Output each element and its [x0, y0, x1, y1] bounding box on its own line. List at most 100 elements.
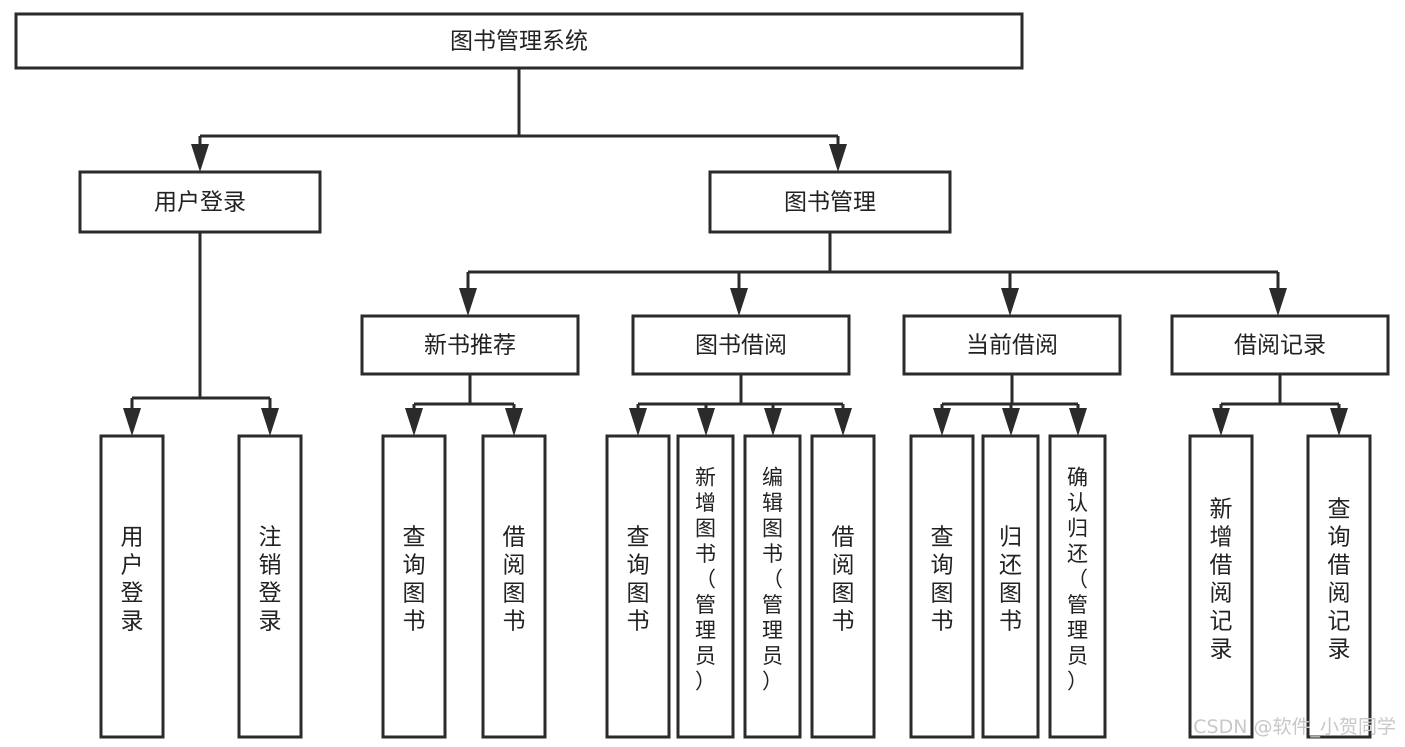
node-box[interactable]: [1048, 434, 1107, 739]
arrow-head-icon: [1001, 288, 1019, 316]
leaf-node-leaf-borrow-book-rec[interactable]: 借阅图书: [481, 434, 547, 739]
connector-drop: [1330, 404, 1348, 436]
node-box[interactable]: [743, 434, 802, 739]
connector-drop: [933, 404, 951, 436]
connector-drop: [459, 272, 477, 316]
arrow-head-icon: [1269, 288, 1287, 316]
connector-drop: [123, 398, 141, 436]
node-label: 注销登录: [259, 525, 282, 635]
node-box[interactable]: [1188, 434, 1254, 739]
node-label: 用户登录: [154, 190, 246, 216]
node-box[interactable]: [605, 434, 671, 739]
arrow-head-icon: [123, 408, 141, 436]
arrow-head-icon: [1330, 408, 1348, 436]
arrow-head-icon: [505, 408, 523, 436]
leaf-node-leaf-user-logout[interactable]: 注销登录: [237, 434, 303, 739]
node-label: 图书借阅: [695, 333, 787, 359]
node-label: 新书推荐: [424, 333, 516, 359]
node-label: 查询图书: [627, 525, 650, 635]
arrow-head-icon: [405, 408, 423, 436]
connector-drop: [1269, 272, 1287, 316]
arrow-head-icon: [834, 408, 852, 436]
node-label: 借阅记录: [1234, 333, 1326, 359]
arrow-head-icon: [629, 408, 647, 436]
level2-node-l2-book-borrow[interactable]: 图书借阅: [631, 314, 851, 376]
level2-node-l2-current-borrow[interactable]: 当前借阅: [902, 314, 1122, 376]
connector-drop: [1212, 404, 1230, 436]
leaf-node-leaf-add-record[interactable]: 新增借阅记录: [1188, 434, 1254, 739]
connector-drop: [834, 404, 852, 436]
node-box[interactable]: [631, 314, 851, 376]
node-box[interactable]: [237, 434, 303, 739]
node-label: 归还图书: [999, 525, 1022, 635]
node-label: 编辑图书（管理员）: [762, 466, 783, 694]
leaf-node-leaf-query-book-borrow[interactable]: 查询图书: [605, 434, 671, 739]
connector-drop: [405, 404, 423, 436]
connector-drop: [730, 272, 748, 316]
connector-drop: [505, 404, 523, 436]
leaf-node-leaf-borrow-book[interactable]: 借阅图书: [810, 434, 876, 739]
node-label: 图书管理: [784, 190, 876, 216]
node-label: 新增借阅记录: [1210, 497, 1233, 663]
node-box[interactable]: [381, 434, 447, 739]
arrow-head-icon: [933, 408, 951, 436]
arrow-head-icon: [764, 408, 782, 436]
arrow-head-icon: [261, 408, 279, 436]
connector-layer: [123, 68, 1348, 436]
node-box[interactable]: [708, 170, 952, 234]
level2-node-l2-new-book-rec[interactable]: 新书推荐: [360, 314, 580, 376]
node-box[interactable]: [99, 434, 165, 739]
arrow-head-icon: [829, 144, 847, 172]
arrow-head-icon: [1212, 408, 1230, 436]
connector-drop: [191, 136, 209, 172]
node-box[interactable]: [481, 434, 547, 739]
connector-drop: [1001, 272, 1019, 316]
connector-drop: [697, 404, 715, 436]
leaf-node-leaf-user-login[interactable]: 用户登录: [99, 434, 165, 739]
node-layer: 图书管理系统用户登录图书管理新书推荐图书借阅当前借阅借阅记录用户登录注销登录查询…: [14, 12, 1390, 739]
connector-drop: [261, 398, 279, 436]
arrow-head-icon: [1069, 408, 1087, 436]
node-box[interactable]: [902, 314, 1122, 376]
arrow-head-icon: [697, 408, 715, 436]
node-box[interactable]: [14, 12, 1024, 70]
node-label: 用户登录: [121, 525, 144, 635]
node-label: 当前借阅: [966, 333, 1058, 359]
root-node-root[interactable]: 图书管理系统: [14, 12, 1024, 70]
leaf-node-leaf-add-book[interactable]: 新增图书（管理员）: [676, 434, 735, 739]
node-label: 新增图书（管理员）: [695, 466, 716, 694]
csdn-watermark: CSDN @软件_小贺同学: [1193, 716, 1396, 738]
node-label: 查询图书: [403, 525, 426, 635]
node-box[interactable]: [360, 314, 580, 376]
leaf-node-leaf-confirm-return[interactable]: 确认归还（管理员）: [1048, 434, 1107, 739]
level1-node-l1-book-manage[interactable]: 图书管理: [708, 170, 952, 234]
leaf-node-leaf-query-record[interactable]: 查询借阅记录: [1306, 434, 1372, 739]
node-label: 图书管理系统: [450, 29, 588, 55]
node-box[interactable]: [78, 170, 322, 234]
connector-drop: [829, 136, 847, 172]
node-box[interactable]: [981, 434, 1040, 739]
leaf-node-leaf-return-book[interactable]: 归还图书: [981, 434, 1040, 739]
arrow-head-icon: [459, 288, 477, 316]
leaf-node-leaf-query-book-cur[interactable]: 查询图书: [909, 434, 975, 739]
node-box[interactable]: [909, 434, 975, 739]
leaf-node-leaf-edit-book[interactable]: 编辑图书（管理员）: [743, 434, 802, 739]
connector-drop: [629, 404, 647, 436]
node-label: 查询借阅记录: [1328, 497, 1351, 663]
node-label: 借阅图书: [503, 525, 526, 635]
node-label: 确认归还（管理员）: [1067, 466, 1088, 694]
node-box[interactable]: [1170, 314, 1390, 376]
level1-node-l1-user-login[interactable]: 用户登录: [78, 170, 322, 234]
arrow-head-icon: [730, 288, 748, 316]
leaf-node-leaf-query-book-rec[interactable]: 查询图书: [381, 434, 447, 739]
level2-node-l2-borrow-record[interactable]: 借阅记录: [1170, 314, 1390, 376]
connector-drop: [1069, 404, 1087, 436]
node-label: 借阅图书: [832, 525, 855, 635]
node-box[interactable]: [810, 434, 876, 739]
node-box[interactable]: [676, 434, 735, 739]
arrow-head-icon: [1002, 408, 1020, 436]
node-box[interactable]: [1306, 434, 1372, 739]
connector-drop: [1002, 404, 1020, 436]
